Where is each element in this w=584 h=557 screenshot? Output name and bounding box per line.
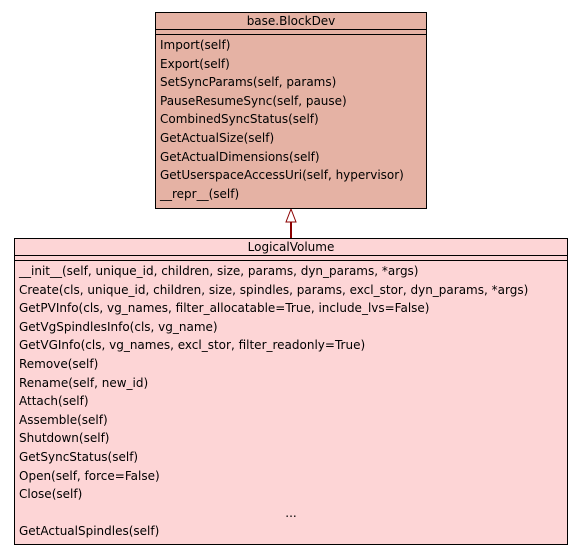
operation: GetActualDimensions(self) [160, 149, 320, 164]
operation: GetVGInfo(cls, vg_names, excl_stor, filt… [19, 338, 366, 353]
operation: SetSyncParams(self, params) [160, 75, 337, 90]
operation: Open(self, force=False) [19, 468, 160, 483]
operation: GetActualSpindles(self) [19, 524, 160, 539]
operation: Close(self) [19, 487, 83, 502]
operation: Attach(self) [19, 394, 89, 409]
operation: PauseResumeSync(self, pause) [160, 93, 347, 108]
operation: Remove(self) [19, 356, 99, 371]
operation: GetActualSize(self) [160, 130, 275, 145]
class-attributes [15, 256, 567, 261]
inheritance-arrowhead [285, 207, 297, 223]
operation: __repr__(self) [160, 186, 240, 201]
class-logicalvolume: LogicalVolume __init__(self, unique_id, … [14, 238, 568, 545]
class-name: LogicalVolume [15, 239, 567, 256]
operation-ellipsis: ... [285, 505, 297, 520]
operation: GetSyncStatus(self) [19, 449, 139, 464]
operation: GetVgSpindlesInfo(cls, vg_name) [19, 319, 218, 334]
operation: CombinedSyncStatus(self) [160, 112, 319, 127]
operation: Rename(self, new_id) [19, 375, 149, 390]
operation: Shutdown(self) [19, 431, 110, 446]
class-attributes [156, 30, 426, 35]
operation: __init__(self, unique_id, children, size… [19, 264, 419, 278]
operation: Export(self) [160, 56, 230, 71]
operation: GetUserspaceAccessUri(self, hypervisor) [160, 168, 404, 183]
operation: GetPVInfo(cls, vg_names, filter_allocata… [19, 301, 430, 316]
class-base-blockdev: base.BlockDev Import(self) Export(self) … [155, 12, 427, 209]
operation: Import(self) [160, 38, 231, 52]
operation: Assemble(self) [19, 412, 108, 427]
class-operations: Import(self) Export(self) SetSyncParams(… [156, 35, 426, 203]
operation: Create(cls, unique_id, children, size, s… [19, 282, 529, 297]
class-operations: __init__(self, unique_id, children, size… [15, 261, 567, 541]
class-name: base.BlockDev [156, 13, 426, 30]
